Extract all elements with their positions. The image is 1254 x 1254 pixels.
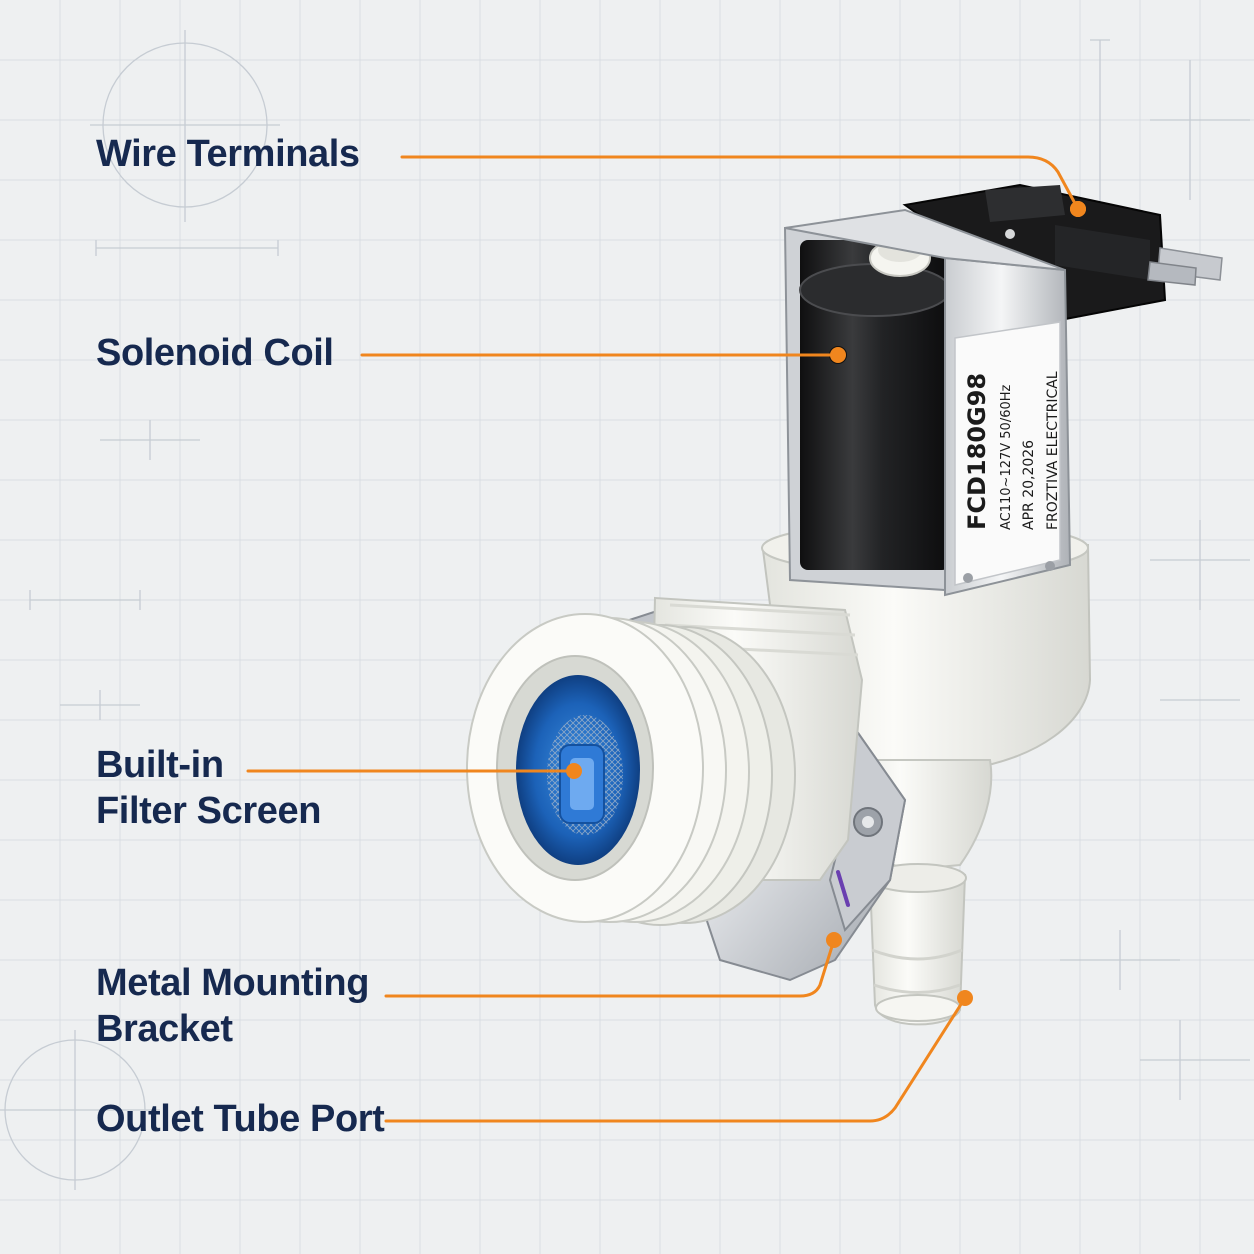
callout-filter-screen: Built-in Filter Screen	[96, 742, 321, 834]
solenoid-coil	[783, 216, 951, 592]
leader-lines	[246, 155, 1080, 1123]
solenoid-coil-dot	[830, 347, 846, 363]
callout-outlet-tube-port: Outlet Tube Port	[96, 1096, 385, 1142]
callout-solenoid-coil: Solenoid Coil	[96, 330, 334, 376]
outlet-port-dot	[957, 990, 973, 1006]
filter-screen-text-line2: Filter Screen	[96, 790, 322, 832]
label-model: FCD180G98	[963, 373, 991, 530]
wire-terminals-leader	[400, 155, 1080, 211]
wire-terminals-dot	[1070, 201, 1086, 217]
callout-wire-terminals: Wire Terminals	[96, 131, 360, 177]
bracket-text-line2: Bracket	[96, 1008, 233, 1050]
bracket-leader	[384, 938, 836, 998]
coil-frame: FCD180G98 AC110~127V 50/60Hz APR 20,2026…	[784, 208, 1072, 597]
wire-terminals-text: Wire Terminals	[96, 133, 360, 175]
threaded-inlet	[466, 613, 796, 926]
terminal-block	[902, 183, 1223, 322]
bracket-dot	[826, 932, 842, 948]
valve-illustration: FCD180G98 AC110~127V 50/60Hz APR 20,2026…	[466, 183, 1223, 1026]
label-date: APR 20,2026	[1021, 440, 1037, 530]
leader-dots	[566, 201, 1086, 1006]
bracket-text-line1: Metal Mounting	[96, 962, 370, 1004]
outlet-tube	[868, 863, 967, 1026]
outlet-port-leader	[384, 996, 967, 1123]
outlet-port-text: Outlet Tube Port	[96, 1098, 385, 1140]
label-rating: AC110~127V 50/60Hz	[999, 384, 1014, 530]
label-maker: FROZTIVA ELECTRICAL	[1045, 371, 1061, 530]
product-label: FCD180G98 AC110~127V 50/60Hz APR 20,2026…	[963, 371, 1061, 530]
callout-mounting-bracket: Metal Mounting Bracket	[96, 960, 369, 1052]
solenoid-coil-text: Solenoid Coil	[96, 332, 334, 374]
filter-screen-text-line1: Built-in	[96, 744, 224, 786]
filter-screen-dot	[566, 763, 582, 779]
